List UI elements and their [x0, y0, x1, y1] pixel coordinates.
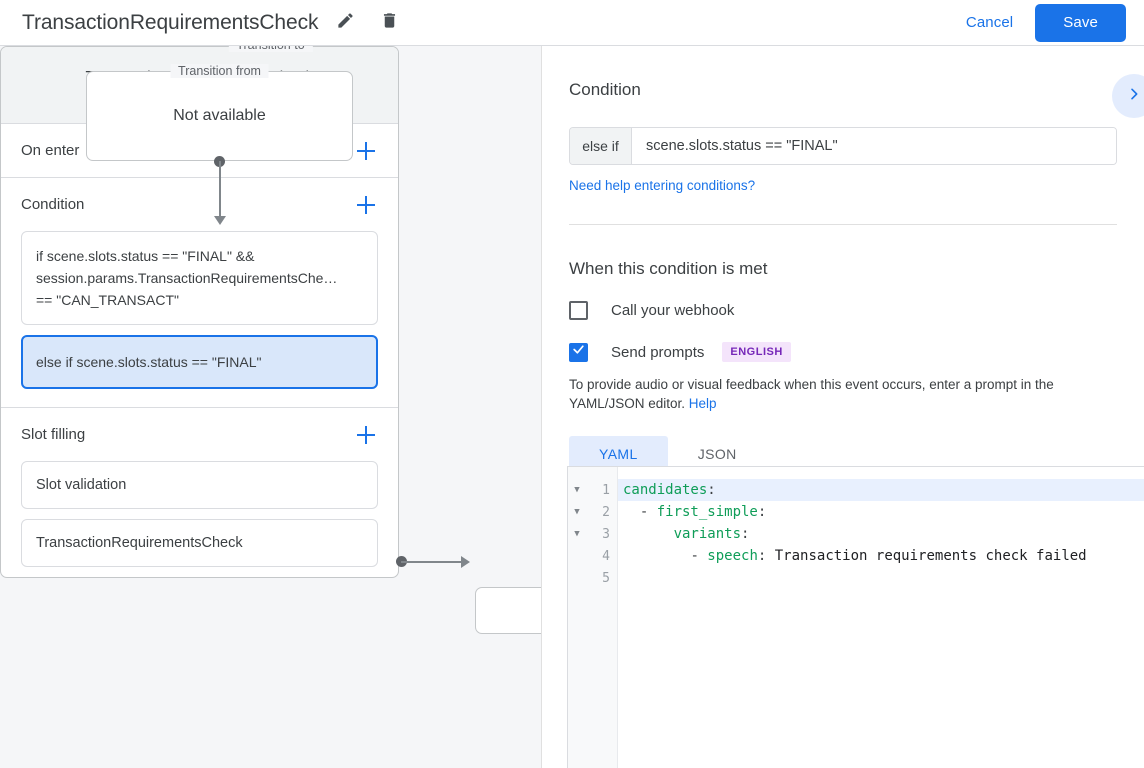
flow-canvas[interactable]: Transition from Not available Transition… — [0, 46, 541, 768]
cancel-button[interactable]: Cancel — [952, 6, 1027, 39]
prompts-description: To provide audio or visual feedback when… — [569, 375, 1117, 413]
fold-toggle-icon-3[interactable]: ▼ — [574, 529, 580, 539]
gutter-line-1: ▼ 1 — [568, 479, 617, 501]
slot-chip-validation[interactable]: Slot validation — [21, 461, 378, 509]
connector-arrow-right — [461, 556, 470, 568]
call-webhook-checkbox[interactable] — [569, 301, 588, 320]
condition-chip-1-line-2: session.params.TransactionRequirementsCh… — [36, 270, 338, 286]
section-on-enter: On enter — [1, 124, 398, 178]
on-enter-title: On enter — [21, 142, 80, 159]
editor-code-area[interactable]: candidates: - first_simple: variants: - … — [618, 467, 1144, 768]
add-condition-button[interactable] — [354, 193, 378, 217]
condition-prefix-label: else if — [570, 128, 632, 164]
code-line-2: - first_simple: — [618, 501, 1144, 523]
code-line-4: - speech: Transaction requirements check… — [618, 545, 1144, 567]
gutter-line-4: 4 — [568, 545, 617, 567]
connector-line-horizontal — [401, 561, 465, 563]
section-divider — [569, 224, 1117, 225]
connector-line-vertical — [219, 161, 221, 219]
gutter-line-2: ▼ 2 — [568, 501, 617, 523]
code-line-2-indent — [623, 504, 640, 520]
line-number-1: 1 — [602, 482, 610, 498]
slot-chip-requirements[interactable]: TransactionRequirementsCheck — [21, 519, 378, 567]
condition-chip-1[interactable]: if scene.slots.status == "FINAL" && sess… — [21, 231, 378, 325]
chevron-right-icon — [1126, 86, 1142, 107]
panel-met-section: When this condition is met Call your web… — [542, 225, 1144, 472]
tab-json[interactable]: JSON — [697, 446, 737, 462]
panel-condition-section: Condition else if scene.slots.status == … — [542, 46, 1144, 225]
gutter-line-3: ▼ 3 — [568, 523, 617, 545]
code-line-2-key: first_simple — [656, 504, 758, 520]
line-number-2: 2 — [602, 504, 610, 520]
connector-arrow-down — [214, 216, 226, 225]
code-line-4-key: speech — [707, 548, 758, 564]
condition-help-link[interactable]: Need help entering conditions? — [569, 178, 756, 193]
send-prompts-row[interactable]: Send prompts ENGLISH — [569, 342, 1117, 362]
code-line-3-indent — [623, 526, 674, 542]
condition-input-group[interactable]: else if scene.slots.status == "FINAL" — [569, 127, 1117, 165]
fold-toggle-icon-1[interactable]: ▼ — [574, 485, 580, 495]
add-slot-filling-button[interactable] — [354, 423, 378, 447]
condition-chip-2-text: else if scene.slots.status == "FINAL" — [36, 354, 262, 370]
code-line-4-value: Transaction requirements check failed — [766, 548, 1087, 564]
code-line-1-key: candidates — [623, 482, 708, 498]
slot-filling-title: Slot filling — [21, 426, 86, 443]
code-line-2-dash: - — [639, 504, 657, 520]
condition-chip-2-selected[interactable]: else if scene.slots.status == "FINAL" — [21, 335, 378, 389]
on-enter-row: On enter — [21, 124, 378, 177]
delete-button[interactable] — [372, 6, 406, 40]
pencil-icon — [336, 11, 355, 35]
help-link[interactable]: Help — [688, 396, 717, 411]
send-prompts-label: Send prompts — [611, 343, 705, 361]
code-line-4-dash: - — [690, 548, 708, 564]
fold-toggle-icon-2[interactable]: ▼ — [574, 507, 580, 517]
send-prompts-checkbox[interactable] — [569, 342, 588, 362]
line-number-5: 5 — [602, 570, 610, 586]
add-on-enter-button[interactable] — [354, 139, 378, 163]
condition-row: Condition — [21, 178, 378, 231]
transition-from-value: Not available — [173, 107, 266, 124]
language-badge: ENGLISH — [722, 342, 791, 362]
code-line-3-key: variants — [673, 526, 742, 542]
code-line-4-indent — [623, 548, 690, 564]
webhook-row[interactable]: Call your webhook — [569, 301, 1117, 320]
prompts-description-text: To provide audio or visual feedback when… — [569, 377, 1054, 411]
edit-button[interactable] — [328, 6, 362, 40]
checkmark-icon — [572, 343, 585, 361]
transition-from-node[interactable]: Transition from Not available — [86, 64, 353, 161]
yaml-editor[interactable]: ▼ 1 ▼ 2 ▼ 3 4 5 candidates: - first_s — [567, 466, 1144, 768]
expand-panel-button[interactable] — [1112, 74, 1144, 118]
target-node-partial[interactable] — [475, 587, 541, 634]
page-title: TransactionRequirementsCheck — [22, 10, 319, 34]
condition-chip-1-line-1: if scene.slots.status == "FINAL" && — [36, 248, 255, 264]
code-line-3: variants: — [618, 523, 1144, 545]
condition-expression-input[interactable]: scene.slots.status == "FINAL" — [632, 128, 1116, 164]
trash-icon — [380, 11, 399, 35]
line-number-4: 4 — [602, 548, 610, 564]
panel-met-heading: When this condition is met — [569, 259, 768, 278]
condition-chip-1-line-3: == "CAN_TRANSACT" — [36, 292, 179, 308]
condition-title: Condition — [21, 196, 85, 213]
call-webhook-label: Call your webhook — [611, 302, 735, 319]
line-number-3: 3 — [602, 526, 610, 542]
transition-from-legend: Transition from — [170, 64, 269, 78]
code-line-1: candidates: — [618, 479, 1144, 501]
editor-gutter: ▼ 1 ▼ 2 ▼ 3 4 5 — [568, 467, 618, 768]
slot-filling-row: Slot filling — [21, 408, 378, 461]
section-slot-filling: Slot filling Slot validation Transaction… — [1, 408, 398, 567]
panel-condition-heading: Condition — [569, 80, 641, 99]
code-line-5 — [618, 567, 1144, 589]
app-header: TransactionRequirementsCheck Cancel Save — [0, 0, 1144, 46]
section-condition: Condition if scene.slots.status == "FINA… — [1, 178, 398, 408]
save-button[interactable]: Save — [1035, 3, 1126, 42]
transition-to-legend: Transition to — [228, 46, 313, 52]
gutter-line-5: 5 — [568, 567, 617, 589]
